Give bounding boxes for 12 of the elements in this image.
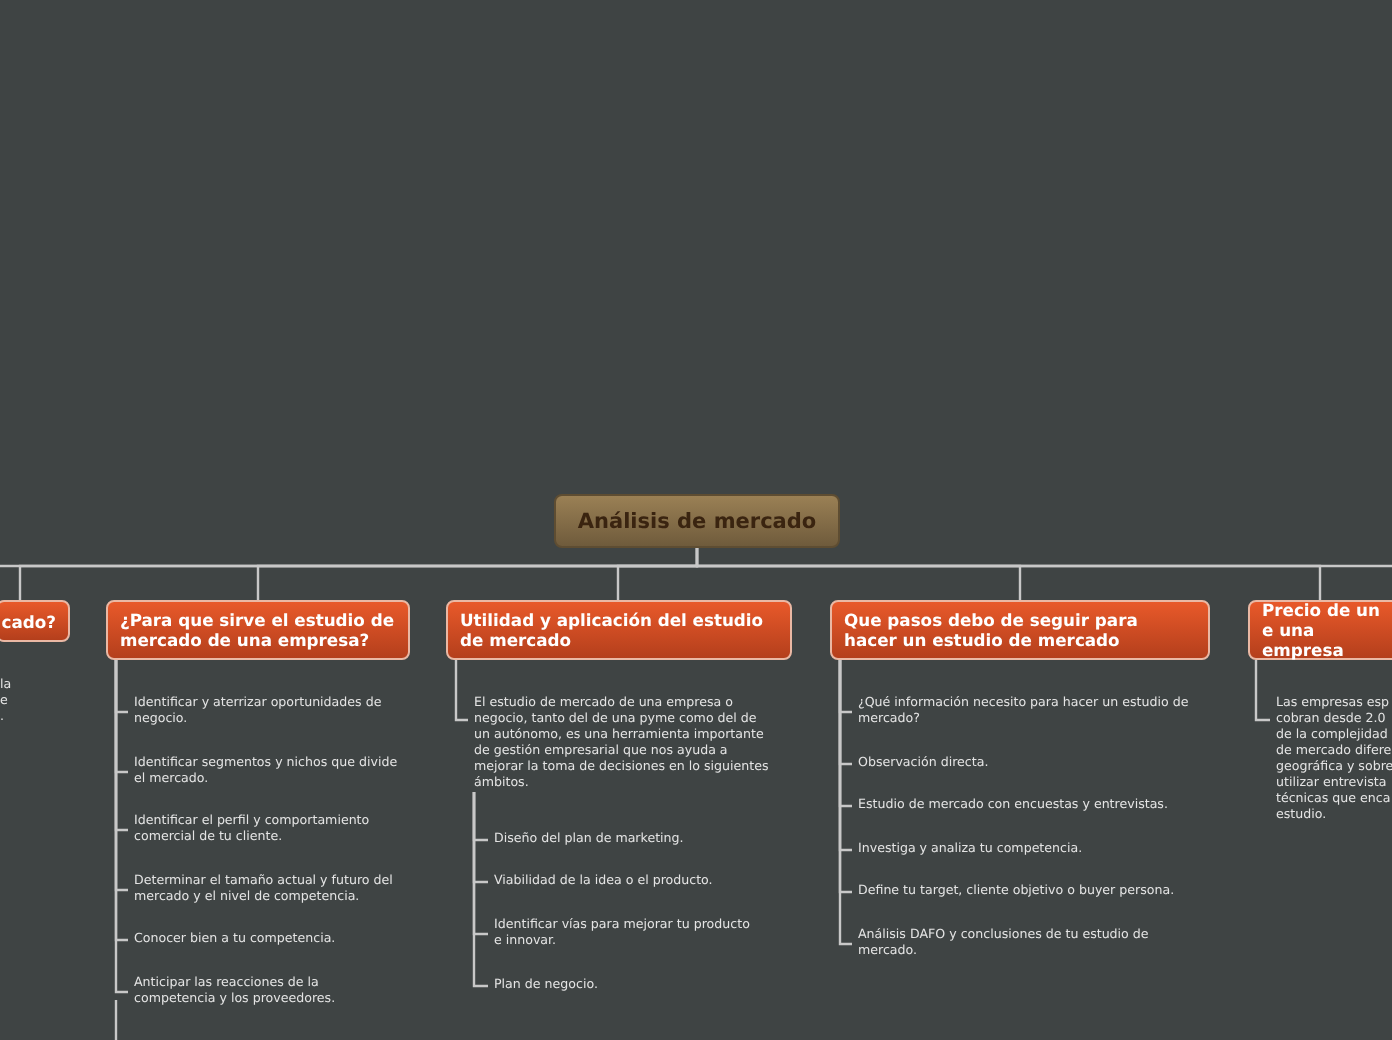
connector-line	[454, 660, 468, 722]
topic-box: Que pasos debo de seguir para hacer un estudio de mercado	[830, 600, 1210, 660]
connector-line	[695, 548, 1322, 600]
connector-line	[114, 660, 128, 994]
topic-box: ¿Para que sirve el estudio de mercado de una empresa?	[106, 600, 410, 660]
connector-line	[838, 660, 852, 946]
connector-line	[472, 792, 488, 988]
topic-box: cado?	[0, 600, 70, 642]
topic-box: Utilidad y aplicación del estudio de mercado	[446, 600, 792, 660]
topic-box: Precio de un e una empresa	[1248, 600, 1392, 660]
central-topic-box: Análisis de mercado	[554, 494, 840, 548]
connector-line	[1254, 660, 1270, 722]
